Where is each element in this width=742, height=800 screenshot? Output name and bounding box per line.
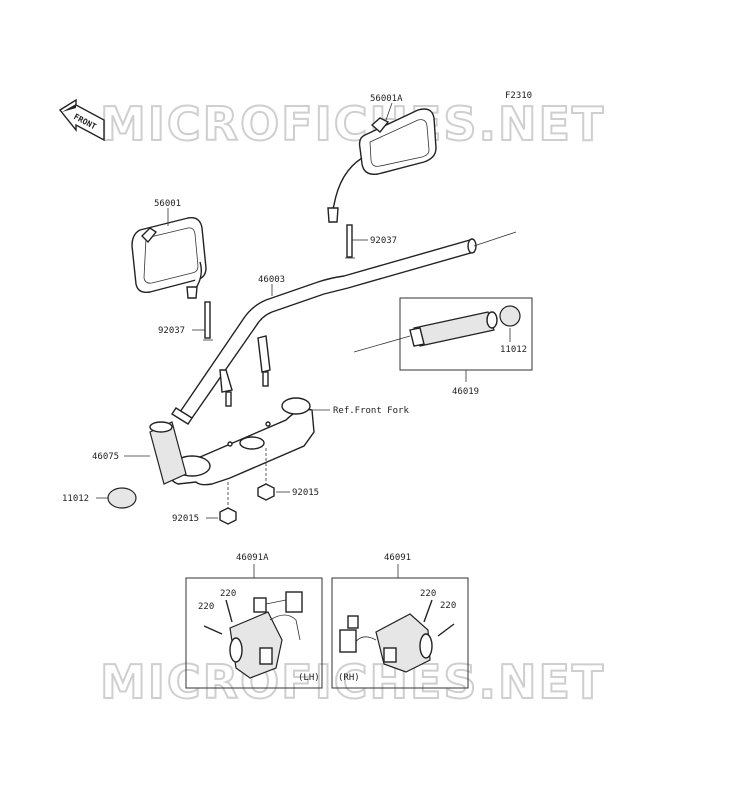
grip-left [149,421,187,485]
screw-lh-a [225,599,233,623]
watermark-bottom: MICROFICHES.NET [100,655,605,709]
screw-lh-b [203,625,223,635]
clip-right [345,224,355,259]
switch-right-box [331,577,469,689]
label-clip-left: 92037 [158,326,185,336]
label-handlebar: 46003 [258,275,285,285]
label-rh: (RH) [338,673,360,683]
label-end-cap-left: 11012 [62,494,89,504]
end-cap-right [499,305,521,327]
label-switch-right: 46091 [384,553,411,563]
nut-right [257,448,275,501]
label-end-cap-right: 11012 [500,345,527,355]
label-screw-rh-a: 220 [420,589,436,599]
screw-rh-b [437,623,455,637]
label-clip-right: 92037 [370,236,397,246]
label-grip-right: 46019 [452,387,479,397]
label-mirror-right: 56001A [370,94,403,104]
label-grip-left: 46075 [92,452,119,462]
label-ref-front-fork: Ref.Front Fork [333,406,409,416]
front-arrow-icon: FRONT [58,98,105,142]
figure-code: F2310 [505,91,532,101]
label-lh: (LH) [298,673,320,683]
switch-left [229,591,303,679]
end-cap-left [107,487,137,509]
clip-left [203,301,213,341]
label-screw-rh-b: 220 [440,601,456,611]
watermark-top: MICROFICHES.NET [100,97,605,151]
handlebar [171,238,477,425]
mirror-right [327,108,437,223]
mirror-left [131,217,207,299]
label-mirror-left: 56001 [154,199,181,209]
nut-left [219,482,237,525]
label-nut-left: 92015 [172,514,199,524]
label-switch-left: 46091A [236,553,269,563]
label-screw-lh-a: 220 [220,589,236,599]
switch-right [339,613,433,673]
label-nut-right: 92015 [292,488,319,498]
grip-right [409,311,498,347]
screw-rh-a [423,599,433,623]
label-screw-lh-b: 220 [198,602,214,612]
